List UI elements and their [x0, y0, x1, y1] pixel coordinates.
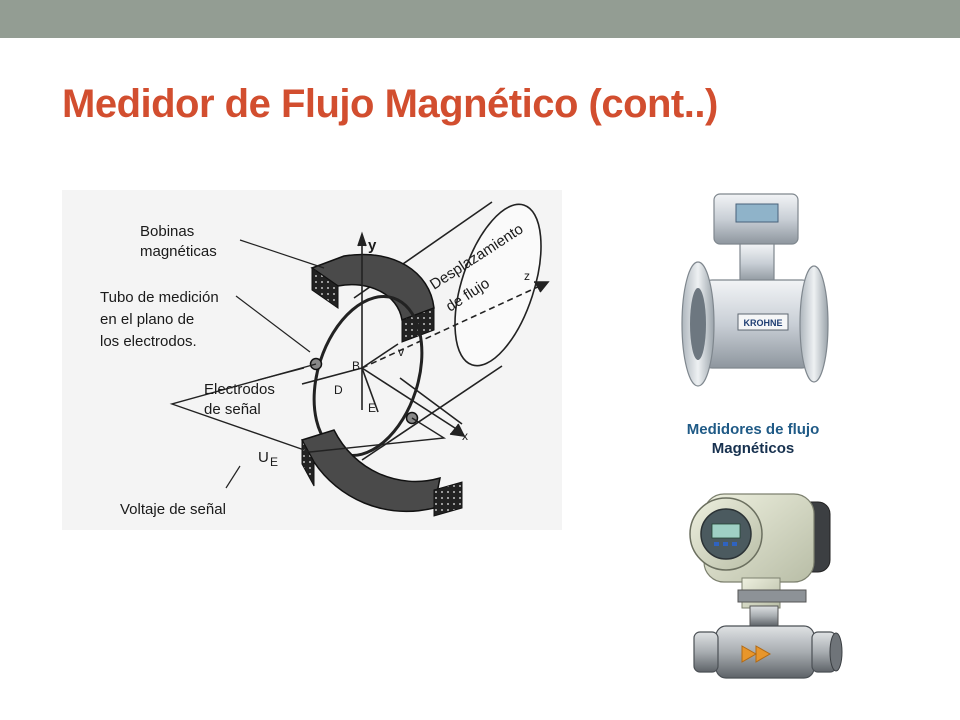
- label-vec-d: D: [334, 383, 343, 397]
- label-electrodos-line1: Electrodos: [204, 381, 275, 398]
- label-axis-y: y: [368, 237, 377, 254]
- label-voltage-subscript: E: [270, 455, 278, 469]
- right-flange: [799, 265, 829, 383]
- slide-top-bar: [0, 0, 960, 38]
- electromagnetic-flowmeter-image: [689, 493, 843, 679]
- slide-title: Medidor de Flujo Magnético (cont..): [62, 82, 718, 126]
- left-clamp: [693, 631, 719, 673]
- label-leader-lines: [225, 239, 325, 489]
- flow-direction-arrows: [741, 645, 772, 663]
- transmitter-display: [711, 523, 741, 539]
- brand-plate: [737, 313, 789, 331]
- caption-line1: Medidores de flujo: [686, 421, 820, 438]
- label-voltaje: Voltaje de señal: [120, 501, 226, 518]
- krohne-flowmeter-image: KROHNE: [681, 193, 829, 387]
- label-vec-v: v: [398, 345, 404, 359]
- axes-and-vectors: [301, 231, 550, 438]
- label-vec-e: E: [368, 401, 376, 415]
- label-tubo-line2: en el plano de: [100, 311, 194, 328]
- label-axis-x: x: [462, 429, 468, 443]
- label-tubo-line3: los electrodos.: [100, 333, 197, 350]
- label-bobinas-line2: magnéticas: [140, 243, 217, 260]
- caption-line2: Magnéticos: [711, 440, 795, 457]
- label-electrodos-line2: de señal: [204, 401, 261, 418]
- magnetic-flowmeter-diagram: Bobinas magnéticas Tubo de medición en e…: [62, 190, 562, 530]
- label-bobinas-line1: Bobinas: [140, 223, 194, 240]
- brand-label: KROHNE: [743, 318, 782, 328]
- label-axis-z: z: [524, 269, 530, 283]
- meters-caption: Medidores de flujo Magnéticos: [668, 420, 838, 458]
- label-vec-b: B: [352, 359, 360, 373]
- label-tubo-line1: Tubo de medición: [100, 289, 219, 306]
- lower-magnetic-coil: [300, 429, 463, 517]
- converter-display: [735, 203, 779, 223]
- label-voltage-symbol: U: [258, 449, 269, 466]
